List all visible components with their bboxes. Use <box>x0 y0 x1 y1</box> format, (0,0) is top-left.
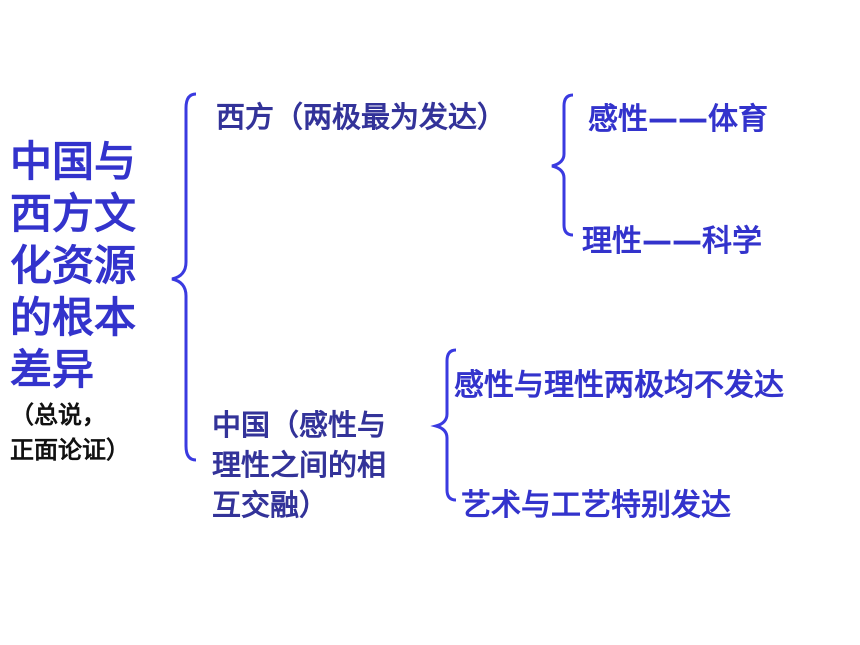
west-brace <box>551 93 574 237</box>
main-title-line: 的根本 <box>10 293 137 342</box>
main-title-line: 中国与 <box>10 137 137 186</box>
west-item-rationality: 理性——科学 <box>582 224 762 259</box>
china-label-line: 互交融） <box>212 488 329 522</box>
main-title-line: 西方文 <box>10 189 137 238</box>
china-label-line: 理性之间的相 <box>212 448 387 482</box>
main-title-line: 化资源 <box>10 241 137 290</box>
west-item-sensibility: 感性——体育 <box>588 102 768 137</box>
main-brace <box>171 92 197 462</box>
china-brace <box>430 348 457 502</box>
subtitle: （总说， 正面论证） <box>10 398 130 468</box>
subtitle-line: （总说， <box>10 401 106 429</box>
west-branch-label: 西方（两极最为发达） <box>216 100 507 134</box>
main-title: 中国与 西方文 化资源 的根本 差异 <box>10 136 136 396</box>
china-branch-label: 中国（感性与 理性之间的相 互交融） <box>212 405 386 525</box>
china-item-undeveloped: 感性与理性两极均不发达 <box>454 368 784 403</box>
main-title-line: 差异 <box>10 345 95 394</box>
china-label-line: 中国（感性与 <box>212 408 387 442</box>
subtitle-line: 正面论证） <box>10 436 130 464</box>
china-item-arts-crafts: 艺术与工艺特别发达 <box>461 488 731 523</box>
